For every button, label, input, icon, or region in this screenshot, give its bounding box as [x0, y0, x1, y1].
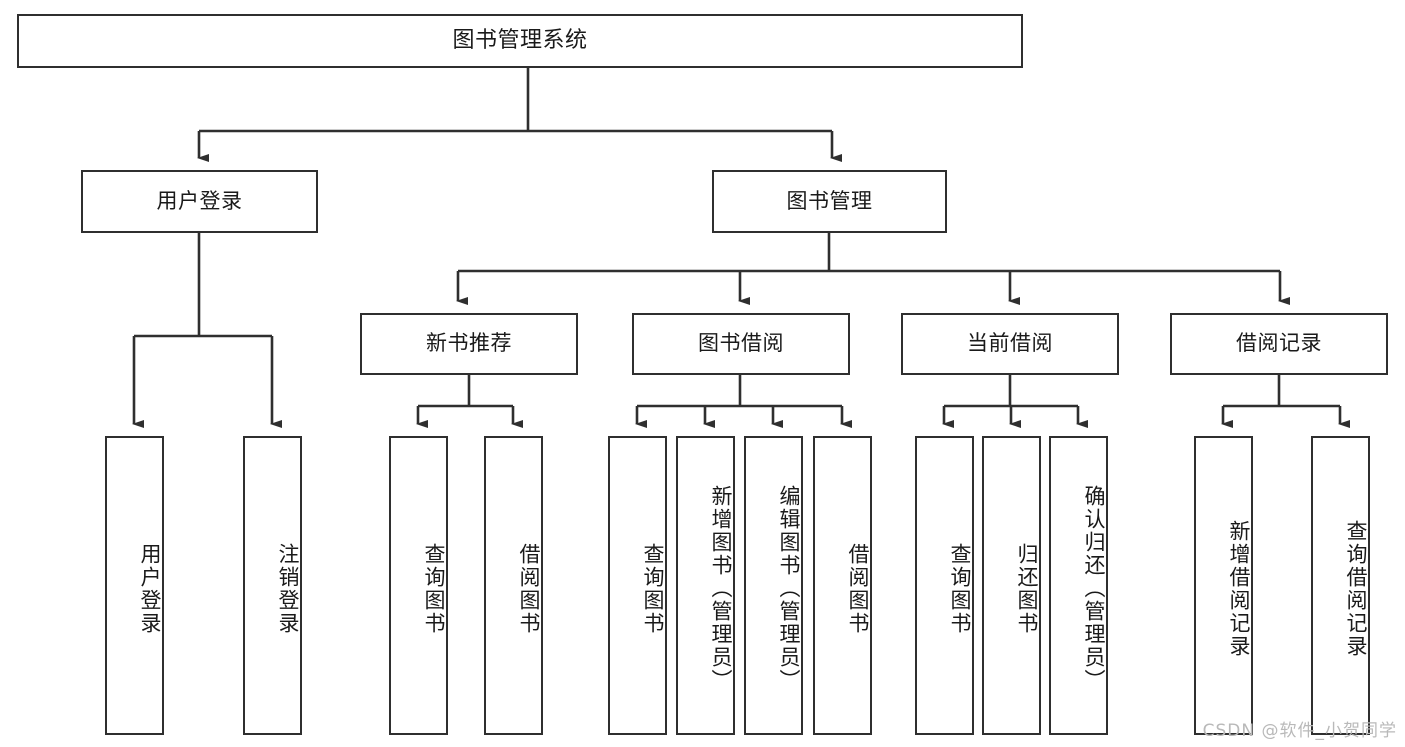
node-current-borrow[interactable]: 当前借阅 [901, 313, 1119, 375]
node-label: 新增图书（管理员） [709, 485, 733, 692]
leaf-query-book-current[interactable]: 查询图书 [915, 436, 974, 735]
leaf-borrow-book[interactable]: 借阅图书 [813, 436, 872, 735]
watermark: CSDN @软件_小贺同学 [1202, 721, 1397, 741]
node-label: 图书借阅 [698, 331, 784, 356]
leaf-user-login[interactable]: 用户登录 [105, 436, 164, 735]
leaf-return-book[interactable]: 归还图书 [982, 436, 1041, 735]
leaf-confirm-return[interactable]: 确认归还（管理员） [1049, 436, 1108, 735]
node-label: 借阅记录 [1236, 331, 1322, 356]
leaf-borrow-book-recommend[interactable]: 借阅图书 [484, 436, 543, 735]
leaf-query-book-recommend[interactable]: 查询图书 [389, 436, 448, 735]
node-label: 新增借阅记录 [1227, 519, 1251, 658]
node-label: 查询图书 [641, 542, 665, 635]
node-label: 注销登录 [276, 542, 300, 635]
node-label: 查询图书 [422, 542, 446, 635]
node-label: 确认归还（管理员） [1082, 485, 1106, 692]
node-label: 用户登录 [156, 188, 243, 213]
node-book-management[interactable]: 图书管理 [712, 170, 947, 233]
leaf-add-book[interactable]: 新增图书（管理员） [676, 436, 735, 735]
node-label: 查询图书 [948, 542, 972, 635]
leaf-add-borrow-record[interactable]: 新增借阅记录 [1194, 436, 1253, 735]
node-label: 借阅图书 [517, 542, 541, 635]
node-label: 图书管理 [786, 188, 873, 213]
node-borrow-record[interactable]: 借阅记录 [1170, 313, 1388, 375]
node-label: 当前借阅 [967, 331, 1053, 356]
node-user-login[interactable]: 用户登录 [81, 170, 318, 233]
node-root-system[interactable]: 图书管理系统 [17, 14, 1023, 68]
node-label: 查询借阅记录 [1344, 519, 1368, 658]
node-label: 新书推荐 [426, 331, 512, 356]
node-label: 归还图书 [1015, 542, 1039, 635]
node-label: 编辑图书（管理员） [777, 485, 801, 692]
leaf-query-borrow-record[interactable]: 查询借阅记录 [1311, 436, 1370, 735]
node-new-book-recommend[interactable]: 新书推荐 [360, 313, 578, 375]
leaf-query-book-borrow[interactable]: 查询图书 [608, 436, 667, 735]
leaf-logout-login[interactable]: 注销登录 [243, 436, 302, 735]
node-label: 借阅图书 [846, 542, 870, 635]
node-book-borrow[interactable]: 图书借阅 [632, 313, 850, 375]
node-label: 用户登录 [138, 542, 162, 635]
leaf-edit-book[interactable]: 编辑图书（管理员） [744, 436, 803, 735]
node-label: 图书管理系统 [452, 27, 588, 53]
